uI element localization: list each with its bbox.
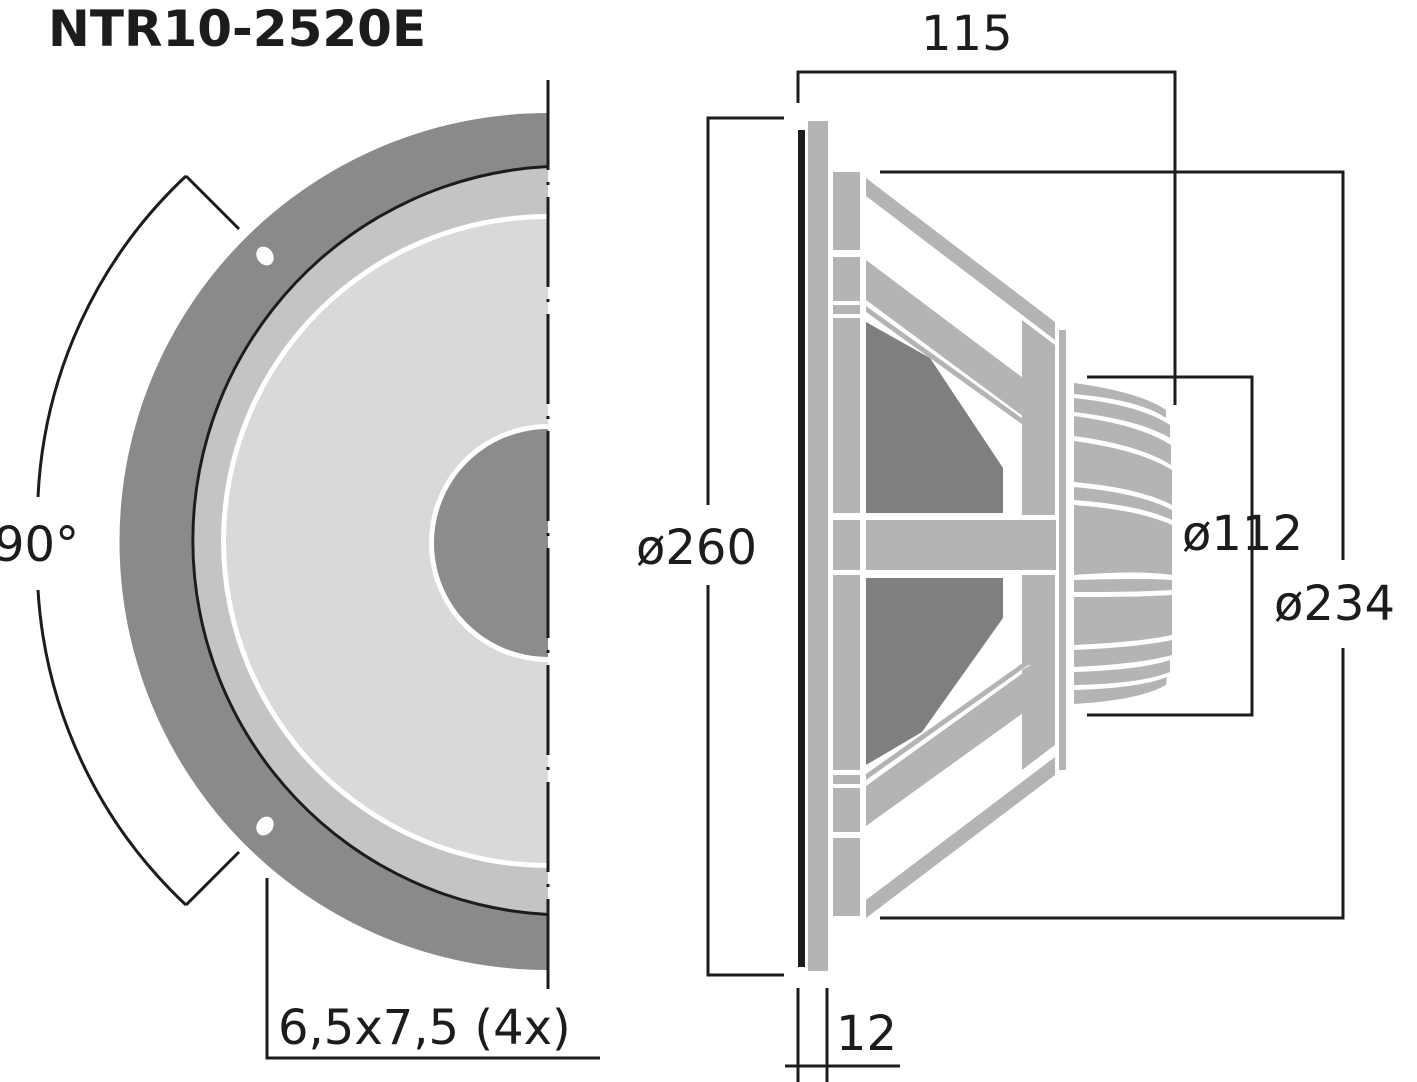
magnet-dimension-line <box>1087 545 1254 717</box>
cone-side-lower <box>866 578 1003 765</box>
mounting-hole-icon <box>256 816 274 836</box>
dust-cap <box>434 429 548 657</box>
cutout-dimension-line <box>880 648 1345 920</box>
model-title: NTR10-2520E <box>48 0 427 58</box>
basket-column <box>833 318 860 513</box>
basket-arm <box>866 178 1055 340</box>
magnet <box>1074 383 1172 704</box>
angle-tick <box>184 174 241 231</box>
basket-arm <box>866 757 1055 918</box>
basket-arm <box>866 306 1055 448</box>
basket-column <box>833 172 860 250</box>
hole-leader-line <box>265 878 600 1060</box>
basket-column <box>833 788 860 832</box>
gasket <box>798 130 805 967</box>
flange-thickness-label: 12 <box>836 1006 898 1062</box>
basket-rear <box>1022 650 1055 770</box>
angle-label: 90° <box>0 517 80 573</box>
mounting-holes-label: 6,5x7,5 (4x) <box>278 1000 571 1056</box>
basket-rear <box>1022 320 1055 440</box>
cone <box>226 219 548 863</box>
outer-diameter-label: ø260 <box>636 520 757 576</box>
basket-column <box>833 520 860 570</box>
basket-rear <box>1022 425 1055 515</box>
basket-arm <box>866 640 1055 780</box>
basket-column <box>833 257 860 301</box>
magnet-diameter-label: ø112 <box>1182 506 1303 562</box>
depth-dimension-line <box>796 70 1177 405</box>
cone-side-upper <box>866 322 1003 513</box>
magnet-dimension-line <box>1087 375 1254 557</box>
basket-rear <box>1022 575 1055 665</box>
cutout-dimension-line <box>880 170 1345 560</box>
outer-diameter-dimension-line <box>706 585 784 977</box>
angle-arc <box>36 589 188 907</box>
basket-column <box>833 775 860 784</box>
basket-column <box>833 305 860 314</box>
depth-label: 115 <box>921 6 1013 62</box>
flange <box>808 121 828 971</box>
front-view <box>36 80 600 1060</box>
angle-tick <box>184 850 241 907</box>
side-view <box>706 70 1345 1082</box>
mounting-hole-icon <box>256 246 274 266</box>
basket-rear-spine <box>1059 330 1066 770</box>
basket-arm <box>866 260 1055 440</box>
outer-diameter-dimension-line <box>706 116 784 505</box>
angle-arc <box>36 174 188 498</box>
basket-arm-middle <box>866 520 1056 570</box>
basket-column <box>833 575 860 770</box>
basket-column <box>833 838 860 916</box>
basket-arm <box>866 650 1055 826</box>
cutout-diameter-label: ø234 <box>1274 576 1395 632</box>
